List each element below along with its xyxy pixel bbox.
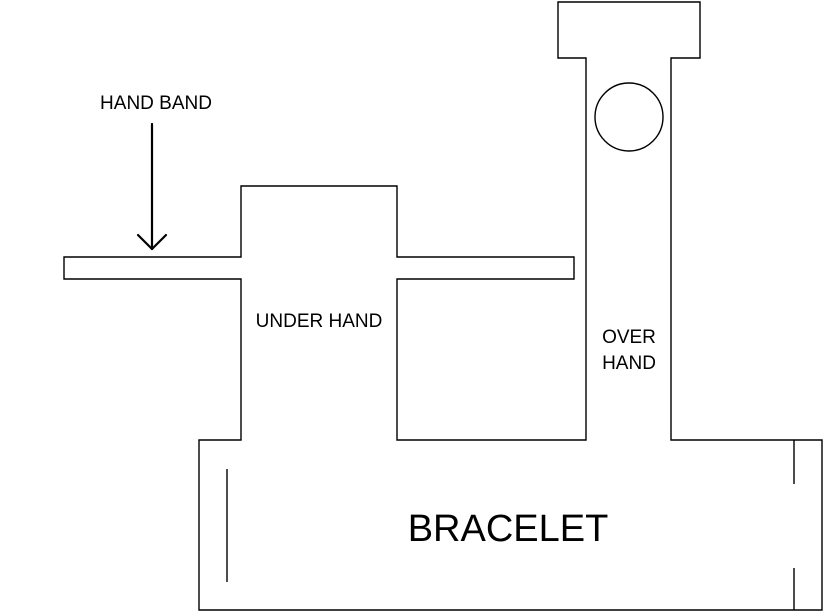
circle-hole-icon xyxy=(594,82,664,152)
hand-band-label: HAND BAND xyxy=(100,93,212,114)
under-hand-label: UNDER HAND xyxy=(256,311,383,332)
over-hand-label-line1: OVER xyxy=(602,327,656,348)
bracelet-label: BRACELET xyxy=(408,508,609,550)
arrow-down-icon xyxy=(136,122,168,251)
over-hand-label-line2: HAND xyxy=(602,353,656,374)
bracelet-right-gap-top xyxy=(791,484,797,568)
bracelet-outline xyxy=(63,1,823,611)
